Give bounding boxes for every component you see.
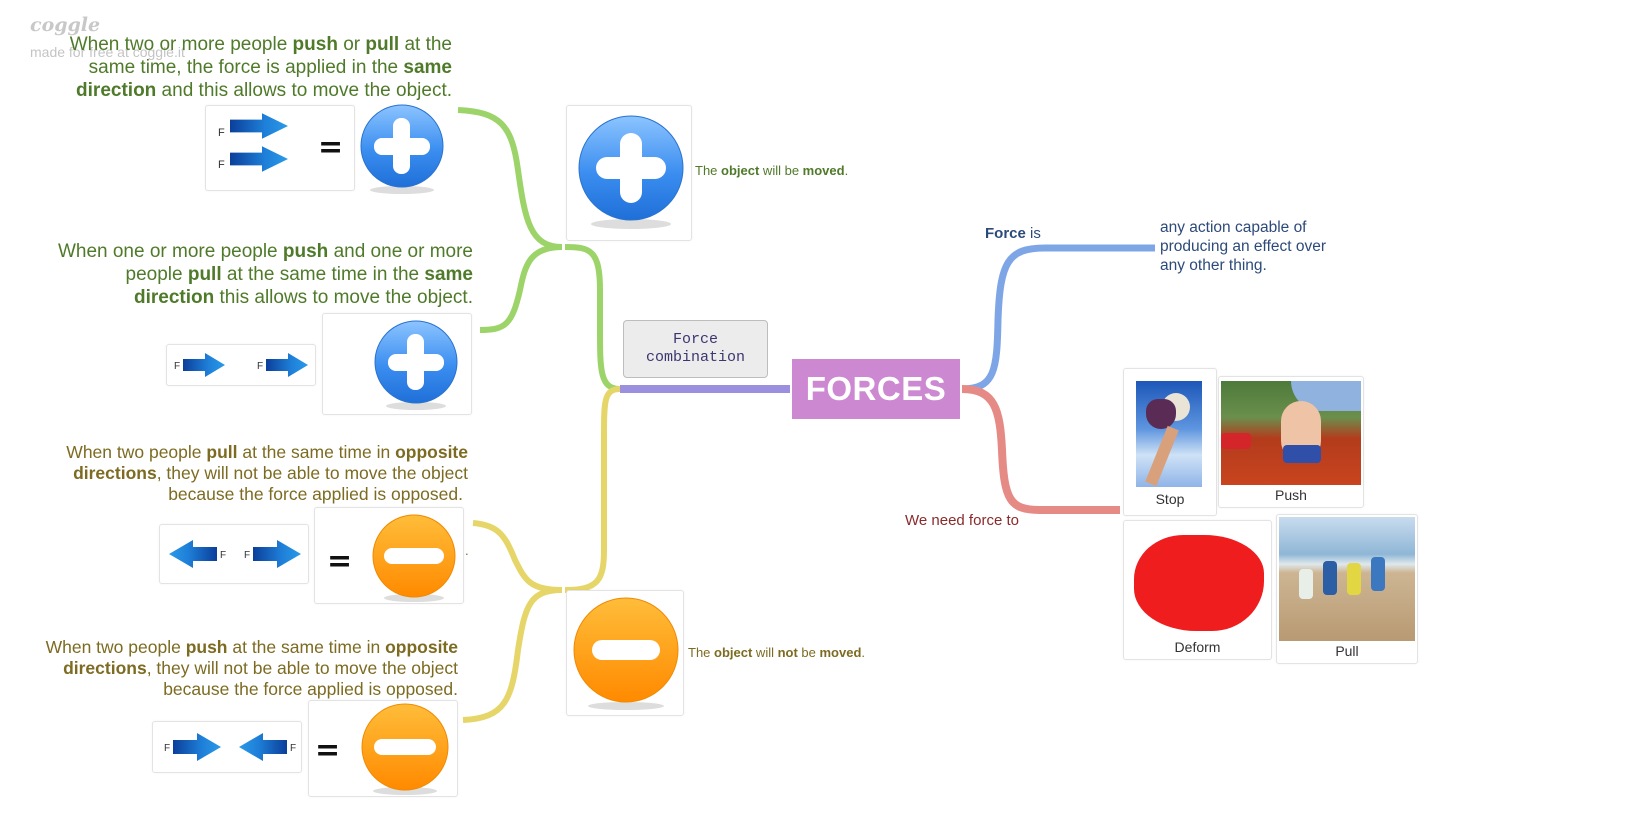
same-direction-case2-diagram[interactable]: F F [166, 344, 316, 386]
opposite-direction-case1-diagram[interactable]: F F [159, 524, 309, 584]
coggle-logo[interactable]: coggle [30, 14, 101, 36]
caption-deform: Deform [1174, 639, 1221, 655]
equals-sign: = [315, 733, 341, 768]
opposite-direction-case1-result-card[interactable]: = [314, 507, 464, 604]
two-right-arrows-icon: F F [174, 353, 308, 377]
branch-uses [961, 385, 1120, 514]
combination-line2: combination [645, 349, 746, 366]
caption-push: Push [1275, 487, 1307, 503]
trailing-period: . [465, 543, 469, 558]
same-direction-case1-text[interactable]: When two or more people push or pull at … [69, 34, 452, 101]
svg-text:F: F [244, 550, 250, 561]
same-direction-case2-text[interactable]: When one or more people push and one or … [57, 241, 473, 308]
two-right-arrows-icon: F F [218, 113, 288, 172]
svg-text:F: F [218, 127, 225, 139]
central-node-forces[interactable]: FORCES [792, 359, 960, 419]
combination-line1: Force [672, 331, 718, 348]
branch-opposite-case1 [472, 520, 563, 593]
hand-pushing-toy-car-photo [1221, 381, 1361, 485]
branch-same-direction [564, 244, 621, 392]
arrows-outward-icon: F F [169, 540, 301, 568]
branch-opposite-direction [564, 386, 621, 593]
glove-catching-ball-photo [1136, 381, 1202, 487]
equals-sign: = [327, 544, 353, 579]
minus-icon [372, 514, 456, 602]
caption-pull: Pull [1335, 643, 1359, 659]
plus-icon [360, 104, 444, 194]
same-direction-case2-result-card[interactable] [322, 313, 472, 415]
same-direction-case1-diagram[interactable]: F F = [205, 105, 355, 191]
svg-text:F: F [174, 361, 180, 372]
plus-icon [374, 320, 458, 410]
svg-text:F: F [290, 743, 296, 754]
same-direction-result-card[interactable] [566, 105, 692, 241]
minus-icon [361, 703, 449, 795]
opposite-direction-case2-diagram[interactable]: F F [152, 721, 302, 773]
image-card-pull[interactable]: Pull [1276, 514, 1418, 664]
equals-sign: = [318, 130, 344, 165]
branch-definition [961, 244, 1155, 393]
branch-opposite-case2 [462, 587, 563, 723]
branch-same-case2 [479, 244, 563, 333]
image-card-deform[interactable]: Deform [1123, 520, 1272, 660]
red-clay-photo [1134, 535, 1264, 635]
minus-icon [573, 597, 679, 710]
definition-text[interactable]: any action capable of producing an effec… [1160, 219, 1327, 274]
same-direction-result-text[interactable]: The object will be moved. [695, 163, 849, 178]
caption-stop: Stop [1155, 491, 1185, 507]
image-card-push[interactable]: Push [1218, 376, 1364, 508]
svg-text:F: F [164, 743, 170, 754]
tug-of-war-photo [1279, 517, 1415, 641]
arrows-inward-icon: F F [164, 733, 296, 761]
svg-text:F: F [257, 361, 263, 372]
opposite-direction-result-text[interactable]: The object will not be moved. [688, 645, 866, 660]
image-card-stop[interactable]: Stop [1123, 368, 1217, 516]
opposite-direction-case2-text[interactable]: When two people push at the same time in… [45, 637, 458, 699]
coggle-tagline[interactable]: made for free at coggle.it [30, 44, 185, 60]
opposite-direction-case2-result-card[interactable]: = [308, 700, 458, 797]
branch-same-case1 [457, 107, 563, 250]
plus-icon [578, 115, 684, 229]
definition-title[interactable]: Force is [985, 225, 1041, 242]
svg-text:F: F [220, 550, 226, 561]
uses-label[interactable]: We need force to [905, 512, 1019, 529]
opposite-direction-case1-text[interactable]: When two people pull at the same time in… [66, 442, 468, 504]
opposite-direction-result-card[interactable] [566, 590, 684, 716]
svg-text:F: F [218, 159, 225, 171]
